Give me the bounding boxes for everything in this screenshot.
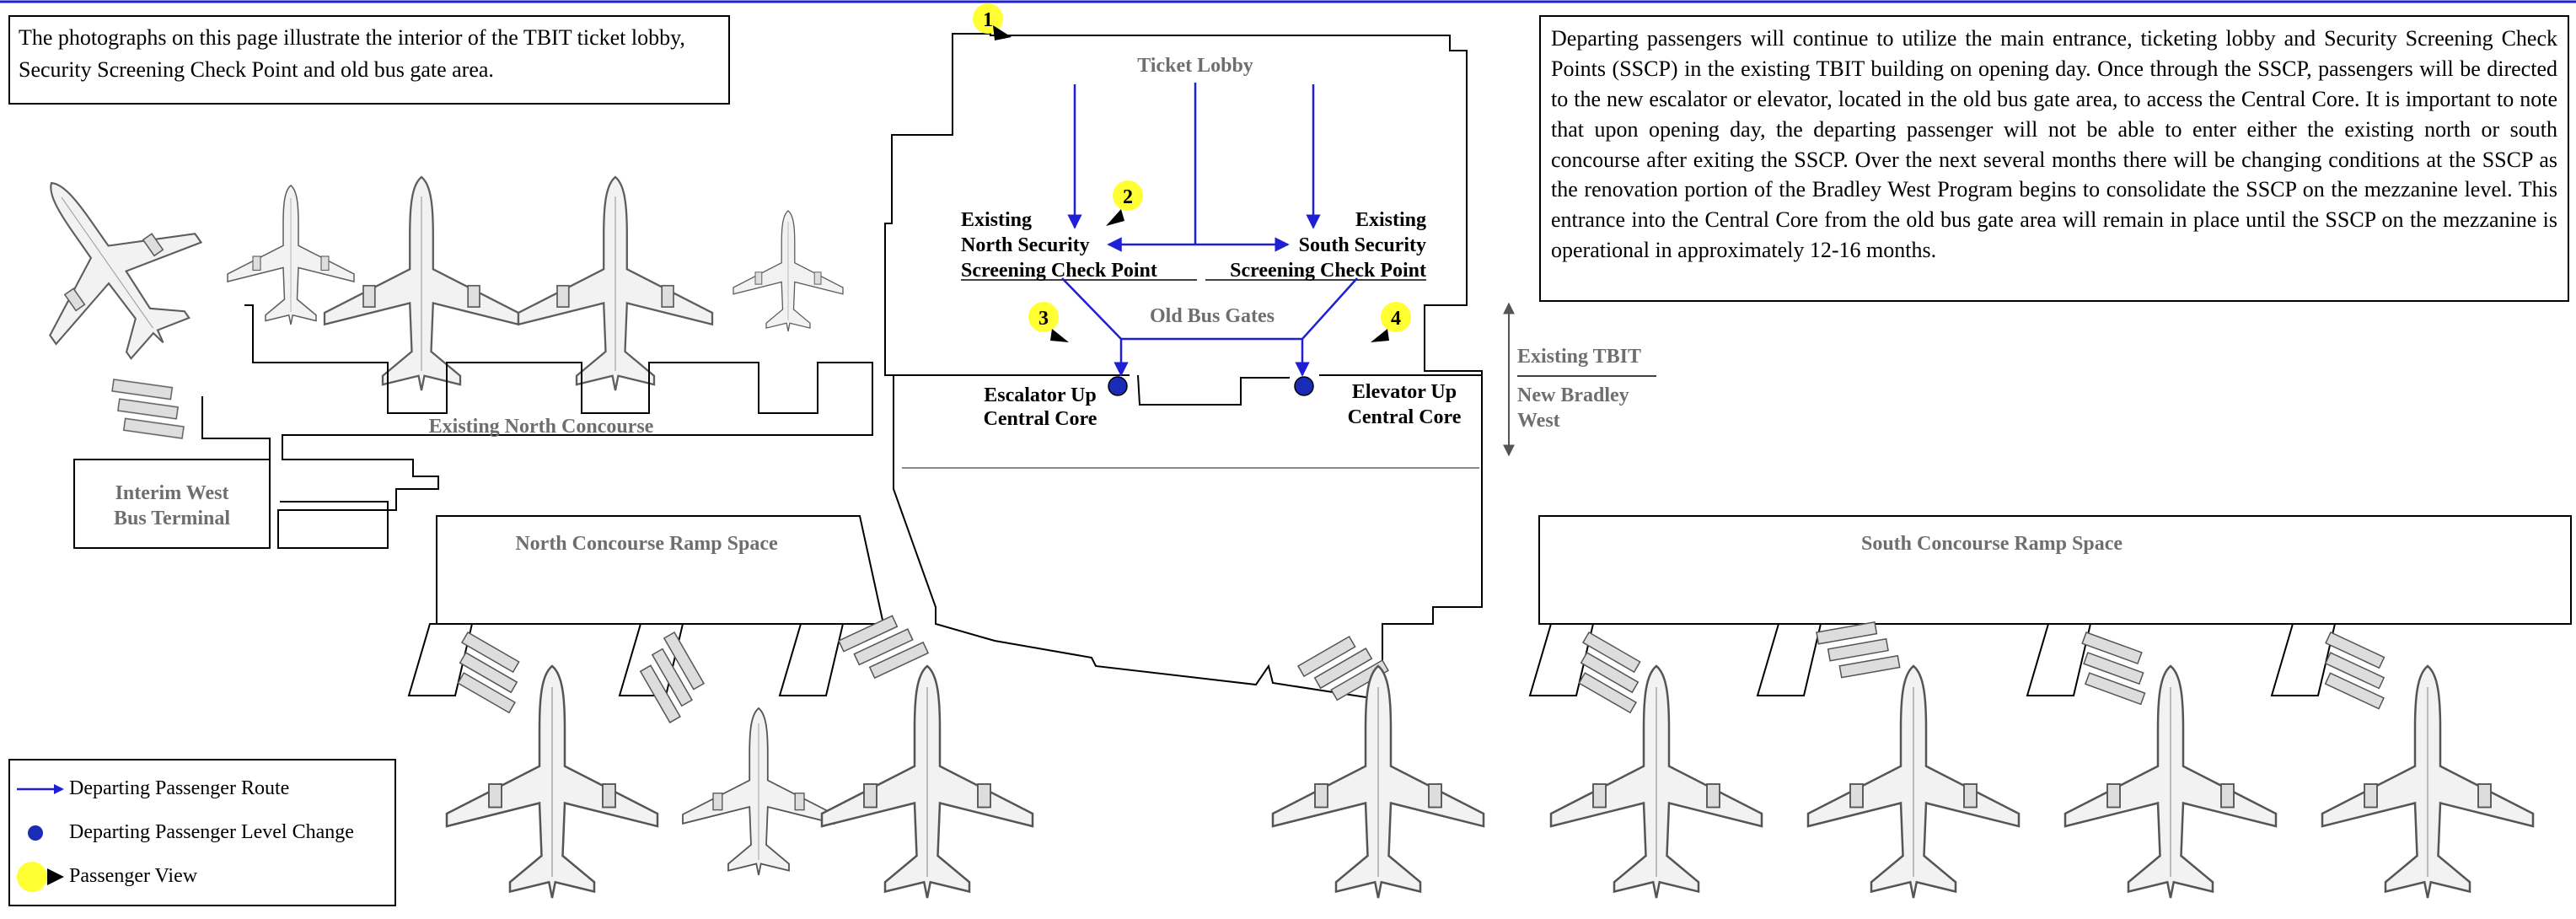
view-marker-3: 3 xyxy=(1028,302,1069,342)
view-marker-1: 1 xyxy=(973,3,1012,40)
airplane-icon xyxy=(517,175,714,392)
elevator-label-1: Elevator Up xyxy=(1352,381,1457,403)
north-sscp-label-2: North Security xyxy=(961,234,1090,256)
route-arrow-icon xyxy=(17,784,64,794)
airplane-icon xyxy=(227,185,355,325)
view-marker-4: 4 xyxy=(1371,302,1411,342)
old-bus-gates-label: Old Bus Gates xyxy=(1150,305,1275,327)
airplane-icon xyxy=(445,664,659,900)
north-sscp-label-1: Existing xyxy=(961,209,1032,231)
legend-route-label: Departing Passenger Route xyxy=(69,777,290,799)
elevator-level-change-marker xyxy=(1294,376,1314,396)
ramp-aircraft xyxy=(443,608,2535,900)
description-text: Departing passengers will continue to ut… xyxy=(1551,26,2557,263)
north-concourse-label: Existing North Concourse xyxy=(429,416,654,438)
bus-gate-notch xyxy=(1137,374,1290,406)
legend-route: Departing Passenger Route xyxy=(10,772,394,806)
south-ramp-label: South Concourse Ramp Space xyxy=(1861,533,2123,555)
airplane-icon xyxy=(1806,664,2021,900)
legend-view-label: Passenger View xyxy=(69,865,198,887)
existing-tbit-label: Existing TBIT xyxy=(1517,346,1641,368)
departing-route-lines xyxy=(1061,83,1358,377)
escalator-level-change-marker xyxy=(1108,376,1128,396)
interim-west-bus-terminal xyxy=(73,459,271,549)
legend: Departing Passenger Route Departing Pass… xyxy=(8,759,396,906)
north-ramp-label: North Concourse Ramp Space xyxy=(515,533,778,555)
intro-text: The photographs on this page illustrate … xyxy=(19,25,685,82)
tbit-building-outline xyxy=(884,33,1483,701)
elevator-label-2: Central Core xyxy=(1348,406,1462,428)
legend-view: Passenger View xyxy=(10,860,394,894)
airplane-icon xyxy=(1549,664,1763,900)
svg-text:2: 2 xyxy=(1123,186,1133,208)
south-ramp-space xyxy=(1538,515,2572,625)
south-sscp-label-1: Existing xyxy=(1355,209,1426,231)
airplane-icon xyxy=(1271,664,1485,900)
jetbridge-icon xyxy=(106,379,190,439)
south-sscp-label-3: Screening Check Point xyxy=(1230,260,1426,282)
legend-level-change-label: Departing Passenger Level Change xyxy=(69,821,354,843)
north-parked-aircraft xyxy=(0,131,844,439)
south-sscp-label-2: South Security xyxy=(1299,234,1426,256)
escalator-label-2: Central Core xyxy=(984,408,1097,430)
airplane-icon xyxy=(820,664,1034,900)
svg-text:3: 3 xyxy=(1038,308,1049,330)
description-text-box: Departing passengers will continue to ut… xyxy=(1539,15,2569,302)
airplane-icon xyxy=(2063,664,2278,900)
svg-text:4: 4 xyxy=(1391,308,1401,330)
airplane-icon xyxy=(682,707,835,876)
airplane-icon xyxy=(323,175,520,392)
level-change-dot-icon xyxy=(28,825,43,841)
ticket-lobby-label: Ticket Lobby xyxy=(1137,55,1253,77)
escalator-label-1: Escalator Up xyxy=(984,384,1097,406)
legend-level-change: Departing Passenger Level Change xyxy=(10,816,394,850)
svg-text:1: 1 xyxy=(983,9,993,31)
airplane-icon xyxy=(0,131,237,395)
intro-text-box: The photographs on this page illustrate … xyxy=(8,15,730,105)
north-concourse-outline xyxy=(244,304,873,549)
north-sscp-label-3: Screening Check Point xyxy=(961,260,1157,282)
airplane-icon xyxy=(2321,664,2535,900)
passenger-view-icon xyxy=(17,862,64,892)
interim-west-label-2: Bus Terminal xyxy=(114,508,230,529)
new-bradley-label-1: New Bradley xyxy=(1517,384,1629,406)
interim-west-label-1: Interim West xyxy=(115,482,229,504)
airplane-icon xyxy=(733,210,844,332)
new-bradley-label-2: West xyxy=(1517,410,1560,432)
view-marker-2: 2 xyxy=(1106,180,1143,226)
